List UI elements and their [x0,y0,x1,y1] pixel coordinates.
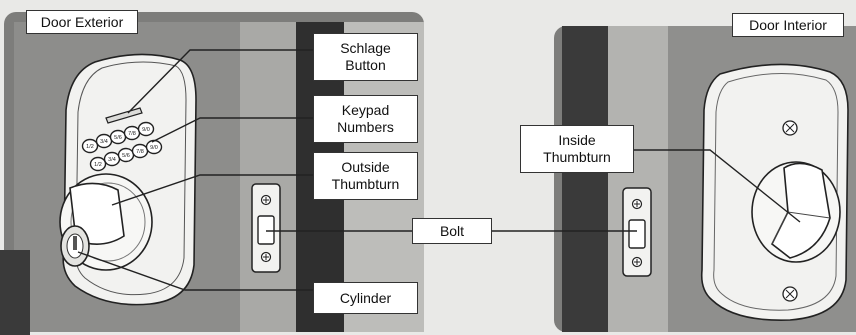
key-label: 7/8 [128,131,136,137]
interior-strike-plate [622,187,652,277]
key-label: 9/0 [150,145,158,151]
keypad-numbers-callout: Keypad Numbers [313,95,418,143]
callout-line: Inside [558,132,596,148]
callout-line: Button [345,57,386,73]
exterior-strike-plate [251,183,281,273]
keypad-key [137,121,155,137]
callout-line: Keypad [341,102,390,118]
door-exterior-title-text: Door Exterior [40,13,124,30]
interior-escutcheon [700,63,849,321]
key-label: 1/2 [86,144,94,150]
keypad-key [81,138,99,154]
interior-panel [554,26,856,332]
callout-line: Outside [341,159,390,175]
door-jamb-interior [608,26,668,332]
door-interior-title: Door Interior [732,13,844,37]
callout-line: Numbers [337,119,394,135]
key-label: 3/4 [108,157,116,163]
leader-cylinder [77,251,313,291]
door-exterior-title: Door Exterior [26,10,138,34]
cylinder-callout: Cylinder [313,282,418,314]
bolt-callout: Bolt [412,218,492,244]
keypad-key [89,156,107,172]
leader-outside-thumbturn [111,174,313,206]
door-corner-shadow [0,250,30,335]
key-label: 5/6 [122,153,130,159]
keypad-legends: 1/2 3/4 5/6 7/8 9/0 1/2 3/4 5/6 7/8 9/0 [86,127,158,168]
outside-thumbturn-callout: Outside Thumbturn [313,152,418,200]
key-label: 1/2 [94,162,102,168]
keypad-row-lower [89,139,163,172]
key-label: 9/0 [142,127,150,133]
thumbturn-rose-ring [70,182,146,262]
keypad-escutcheon: 1/2 3/4 5/6 7/8 9/0 1/2 3/4 5/6 7/8 9/0 [59,53,197,306]
schlage-button-callout: Schlage Button [313,33,418,81]
keypad-row-upper [81,121,155,154]
cylinder-shape [60,225,90,267]
key-label: 5/6 [114,135,122,141]
leader-schlage-button [127,49,313,114]
door-interior-title-text: Door Interior [749,16,827,33]
callout-line: Bolt [439,222,465,239]
inside-thumbturn-callout: Inside Thumbturn [520,125,634,173]
callout-line: Thumbturn [543,149,611,165]
key-label: 3/4 [100,139,108,145]
door-jamb [240,22,296,332]
leader-keypad-numbers [151,117,313,143]
key-label: 7/8 [136,149,144,155]
leader-lines [77,49,801,291]
door-edge-interior [562,26,608,332]
callout-line: Thumbturn [331,176,400,192]
callout-line: Cylinder [339,289,392,306]
callout-line: Schlage [340,40,391,56]
leader-inside-thumbturn [634,149,801,223]
